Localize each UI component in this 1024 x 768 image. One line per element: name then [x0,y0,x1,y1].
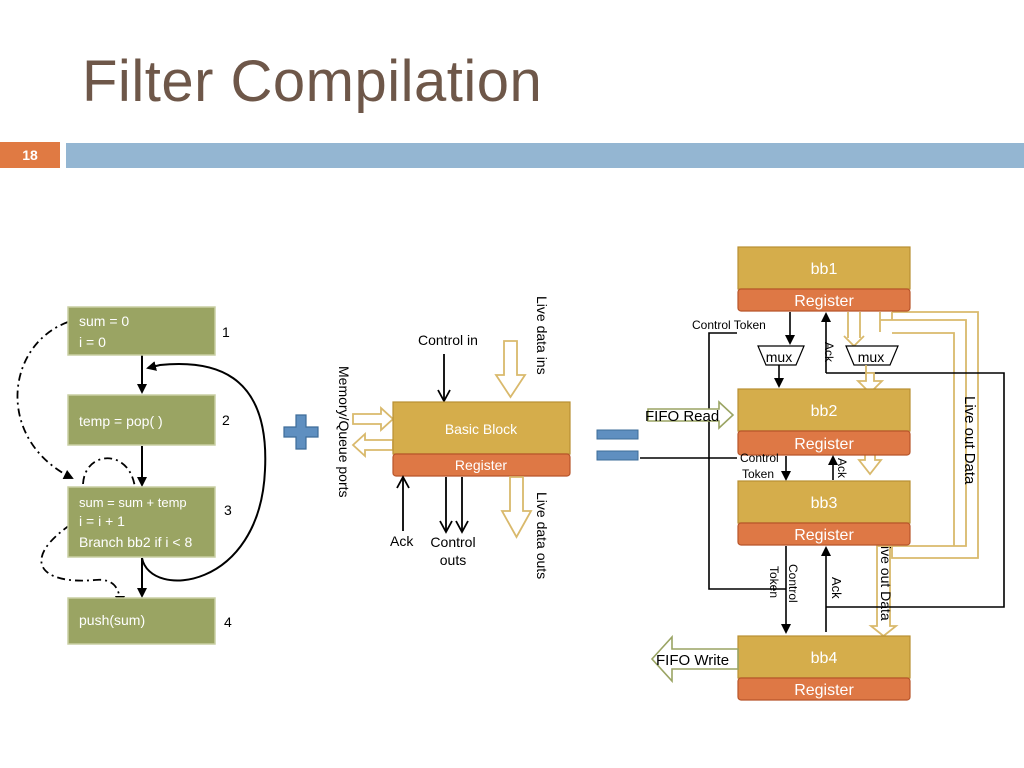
cfg-block-4-index: 4 [224,614,232,630]
bb4-register [737,677,911,701]
bb2-register-label: Register [794,436,854,453]
bb1-label: bb1 [811,261,838,278]
live-out-data-outer-pipe [891,311,979,559]
mux-left [757,345,805,366]
memory-port-in-arrow [352,405,395,433]
mux-right [845,345,899,366]
cfg-block-1-line-2: i = 0 [79,334,106,350]
cfg-dashed-self-loop [82,457,136,489]
control-outs-label-2: outs [440,552,466,568]
bb1-register-label: Register [794,293,854,310]
plus-icon [283,414,319,450]
bb3-block [737,480,911,524]
cfg-block-1: sum = 0 i = 0 1 [67,306,230,356]
cfg-block-4-line-1: push(sum) [79,612,145,628]
equals-bar-top [596,429,639,440]
slide-title: Filter Compilation [82,49,543,114]
bb4-block [737,635,911,679]
cfg-block-3: sum = sum + temp i = i + 1 Branch bb2 if… [67,486,232,558]
cfg-block-2-line-1: temp = pop( ) [79,413,163,429]
title-divider-bar [66,143,1024,168]
cfg-block-2: temp = pop( ) 2 [67,394,230,446]
live-data-outs-label: Live data outs [534,492,550,579]
cfg-block-2-index: 2 [222,412,230,428]
cfg-dashed-edge-3-4 [40,524,125,606]
ack-label: Ack [390,533,414,549]
cfg-block-4: push(sum) 4 [67,597,232,645]
slide-number: 18 [0,142,60,168]
bb3-control-label: Control [786,564,800,603]
live-out-data-inner-pipe [880,319,967,547]
basic-block-box [392,401,571,455]
memory-queue-ports-label: Memory/Queue ports [336,366,352,498]
fifo-read-arrow [647,400,735,430]
bb2-block [737,388,911,432]
cfg-block-3-line-1: sum = sum + temp [79,495,187,510]
cfg-block-1-index: 1 [222,324,230,340]
cfg-block-3-line-2: i = i + 1 [79,513,125,529]
bb1-register [737,288,911,312]
control-outs-label-1: Control [430,534,475,550]
bb1-liveout-pipe [847,312,861,338]
mux-left-label: mux [766,349,792,365]
memory-port-out-arrow [351,431,394,459]
live-out-data-clipped-label: ive out Data [878,546,894,621]
bb2-label: bb2 [811,403,838,420]
cfg-block-3-line-3: Branch bb2 if i < 8 [79,534,192,550]
bb3-register [737,522,911,546]
bb3-token-label: Token [767,566,781,598]
basic-block-title: Basic Block [445,421,518,437]
control-loop-line [708,332,786,590]
bb2-control-token-label-1: Control [740,451,779,465]
bb1-ack-label: Ack [822,342,836,363]
bb3-bb4-liveout-arrow [868,545,899,638]
equals-bar-bottom [596,450,639,461]
bb1-block [737,246,911,290]
basic-block-diagram: Memory/Queue ports Control in Live data … [336,296,571,579]
bb3-ack-label: Ack [829,577,844,599]
cfg-block-3-index: 3 [224,502,232,518]
bb4-label: bb4 [811,650,838,667]
live-out-data-label: Live out Data [961,396,978,485]
fifo-write-label: FIFO Write [656,652,729,669]
basic-block-register-label: Register [455,457,507,473]
bb4-register-label: Register [794,682,854,699]
bb2-register [737,430,911,456]
basic-block-register [392,453,571,477]
bb2-ack-label: Ack [835,458,849,479]
live-data-out-arrow [500,476,533,539]
mux-right-label: mux [858,349,884,365]
live-data-ins-label: Live data ins [534,296,550,375]
control-in-label: Control in [418,332,478,348]
live-data-in-arrow [494,340,527,399]
fifo-read-label: FIFO Read [645,408,719,425]
cfg-block-1-line-1: sum = 0 [79,313,129,329]
bb2-control-token-label-2: Token [742,467,774,481]
cfg-dashed-edge-1-3 [16,321,74,479]
pipeline-diagram: Live out Data ive out Data bb1 Register … [640,246,1005,701]
ack-loop-line [826,372,1005,608]
control-token-label: Control Token [692,318,766,332]
cfg-diagram: sum = 0 i = 0 1 temp = pop( ) 2 sum = su… [16,306,267,645]
fifo-write-arrow [650,634,739,684]
bb3-register-label: Register [794,527,854,544]
bb3-label: bb3 [811,495,838,512]
cfg-back-edge-3-2 [141,361,267,582]
